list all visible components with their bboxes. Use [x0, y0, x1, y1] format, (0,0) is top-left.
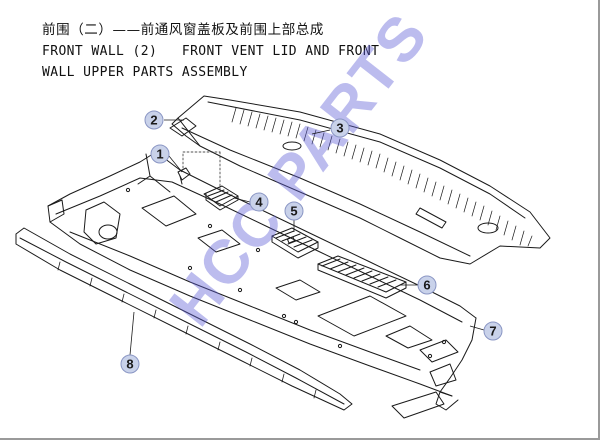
title-english-line-2: WALL UPPER PARTS ASSEMBLY [42, 65, 248, 80]
cowl-top-left-end-part [169, 117, 197, 137]
callout-6-number: 6 [423, 278, 430, 293]
small-grille-center-part [271, 227, 319, 259]
callout-7: 7 [469, 321, 503, 341]
callout-1-number: 1 [156, 147, 163, 162]
callout-4: 4 [233, 192, 269, 212]
title-chinese: 前围（二）——前通风窗盖板及前围上部总成 [42, 22, 324, 38]
front-vent-lid-part [171, 95, 551, 265]
callout-3-number: 3 [336, 121, 343, 136]
watermark: HCC PARTS [157, 1, 442, 339]
callout-7-number: 7 [489, 324, 496, 339]
callout-5-number: 5 [290, 204, 297, 219]
callouts: 1 2 3 4 5 6 [120, 110, 503, 374]
callout-5: 5 [284, 201, 304, 232]
callout-8-number: 8 [126, 357, 133, 372]
callout-8: 8 [120, 311, 140, 374]
title-block: 前围（二）——前通风窗盖板及前围上部总成 FRONT WALL (2) FRON… [42, 20, 482, 83]
grille-right-part [317, 255, 407, 299]
callout-6: 6 [400, 275, 437, 295]
callout-1: 1 [150, 144, 183, 173]
callout-2: 2 [144, 110, 184, 130]
callout-3: 3 [311, 118, 350, 138]
lower-reinforcement-beam-part [15, 227, 445, 419]
clip-part [177, 167, 191, 185]
watermark-text: HCC PARTS [157, 1, 442, 339]
title-english-line-1: FRONT WALL (2) FRONT VENT LID AND FRONT [42, 44, 380, 59]
callout-4-number: 4 [255, 195, 263, 210]
callout-2-number: 2 [150, 113, 157, 128]
